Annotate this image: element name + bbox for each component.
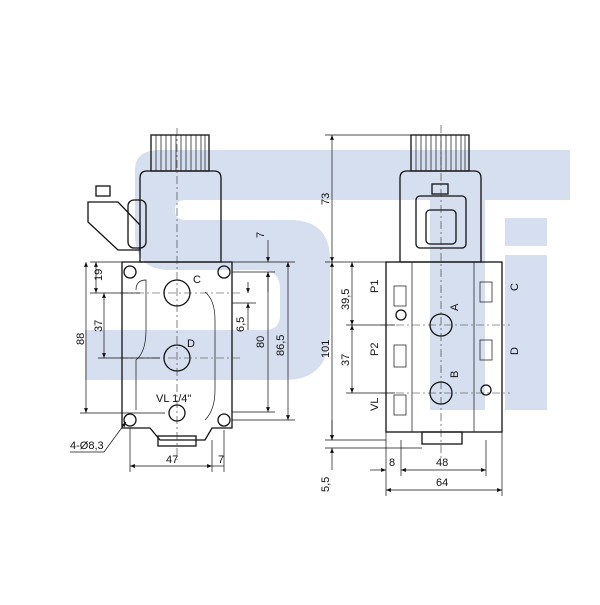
dim-37-right: 37 (340, 325, 395, 394)
svg-text:47: 47 (166, 454, 178, 466)
right-port-p1: P1 (369, 280, 381, 293)
right-coil (399, 170, 482, 263)
svg-text:73: 73 (320, 193, 332, 205)
left-port-vl: VL 1/4" (156, 393, 191, 405)
right-port-d: D (509, 347, 521, 355)
svg-text:39,5: 39,5 (340, 289, 352, 310)
svg-text:37: 37 (93, 320, 105, 332)
svg-text:7: 7 (218, 454, 224, 466)
left-connector (87, 185, 147, 251)
right-port-c: C (509, 283, 521, 291)
svg-text:80: 80 (255, 336, 267, 348)
right-view: P1 P2 VL A B C D 73 101 39,5 37 (320, 125, 521, 496)
dim-39-5: 39,5 (340, 262, 395, 326)
dim-101: 101 (320, 261, 386, 441)
svg-text:88: 88 (75, 333, 87, 345)
left-view: C D VL 1/4" 19 37 88 7 (70, 128, 295, 472)
holes-callout: 4-Ø8,3 (70, 421, 127, 453)
left-coil (139, 170, 222, 263)
dim-86-5: 86,5 (232, 261, 295, 421)
dim-37-left: 37 (93, 293, 160, 359)
dim-73: 73 (320, 134, 411, 262)
watermark-logo (85, 150, 570, 410)
svg-text:101: 101 (320, 340, 332, 358)
svg-text:86,5: 86,5 (275, 335, 287, 356)
svg-text:5,5: 5,5 (320, 477, 332, 492)
right-port-b: B (449, 371, 461, 378)
dim-7-bottom: 7 (212, 454, 224, 467)
svg-text:8: 8 (389, 457, 395, 469)
dim-5-5: 5,5 (320, 420, 422, 492)
svg-text:64: 64 (436, 477, 448, 489)
right-port-vl: VL (369, 398, 381, 411)
right-port-p2: P2 (369, 343, 381, 356)
svg-text:4-Ø8,3: 4-Ø8,3 (70, 440, 104, 452)
dim-6-5: 6,5 (232, 282, 256, 332)
svg-text:37: 37 (340, 354, 352, 366)
left-port-d: D (187, 338, 195, 350)
dim-88: 88 (75, 262, 165, 414)
svg-text:48: 48 (436, 457, 448, 469)
dim-19: 19 (90, 261, 140, 294)
dim-80: 80 (232, 272, 275, 413)
dim-47: 47 (129, 428, 225, 472)
dim-64: 64 (386, 432, 503, 496)
right-port-a: A (449, 303, 461, 311)
svg-text:19: 19 (93, 269, 105, 281)
left-port-c: C (193, 274, 201, 286)
svg-text:7: 7 (255, 232, 267, 238)
dim-8-48: 8 48 (370, 432, 487, 496)
svg-text:6,5: 6,5 (235, 317, 247, 332)
